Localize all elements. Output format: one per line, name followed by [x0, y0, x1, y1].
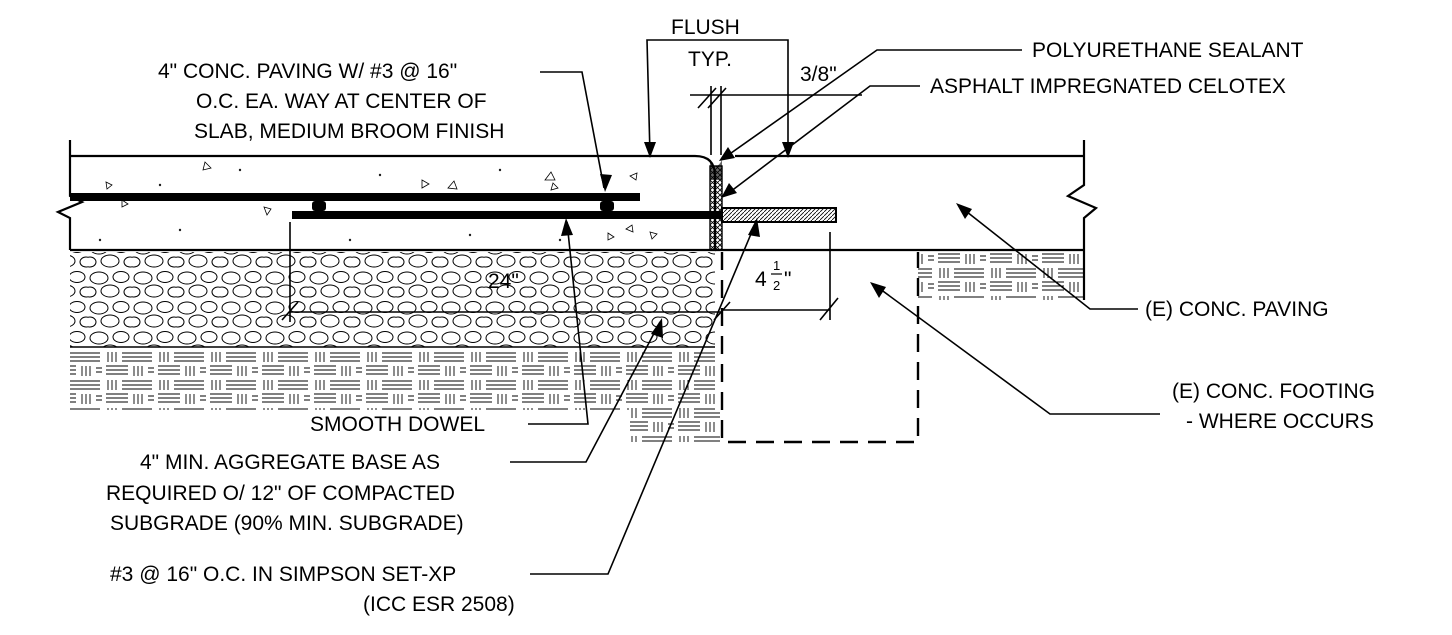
dowel-sleeve — [721, 207, 837, 223]
rebar-chair-left — [312, 201, 326, 211]
smooth-dowel-arrow — [561, 218, 573, 236]
break-line-left — [55, 140, 85, 250]
simpson-rebar-arrow — [748, 218, 760, 237]
concrete-speckles — [98, 161, 658, 242]
dimension-inch-mark: " — [784, 268, 791, 291]
dimension-24-label: 24" — [488, 270, 519, 293]
smooth-dowel-leader — [528, 221, 589, 425]
paving-note-line1: 4" CONC. PAVING W/ #3 @ 16" — [158, 60, 457, 83]
existing-slab-outline — [715, 154, 1084, 252]
aggregate-base-leader — [510, 321, 661, 463]
sealant-arrow — [719, 147, 735, 161]
new-slab-outline — [70, 154, 717, 252]
aggregate-base-arrow — [651, 318, 663, 338]
existing-footing-line2: - WHERE OCCURS — [1186, 410, 1374, 433]
existing-footing-outline — [720, 252, 920, 444]
dimension-24-line — [281, 222, 722, 322]
existing-paving-arrow — [956, 203, 972, 219]
flush-arrow-left — [644, 142, 656, 158]
aggregate-base-line3: SUBGRADE (90% MIN. SUBGRADE) — [110, 512, 464, 535]
paving-note-line2: O.C. EA. WAY AT CENTER OF — [196, 90, 487, 113]
existing-paving-leader — [961, 207, 1138, 310]
simpson-rebar-line1: #3 @ 16" O.C. IN SIMPSON SET-XP — [110, 563, 456, 586]
existing-slab-right-edge — [1065, 140, 1099, 300]
sealant-label: POLYURETHANE SEALANT — [1032, 39, 1304, 62]
flush-bracket — [646, 39, 789, 156]
top-rebar — [70, 193, 640, 201]
existing-paving-label: (E) CONC. PAVING — [1145, 298, 1329, 321]
paving-note-arrow — [600, 174, 612, 192]
simpson-rebar-leader — [530, 221, 757, 575]
existing-footing-line1: (E) CONC. FOOTING — [1172, 380, 1375, 403]
aggregate-base-fill — [70, 252, 715, 347]
existing-footing-arrow — [870, 282, 886, 298]
subgrade-fill — [70, 348, 715, 410]
dimension-half-numerator: 1 — [773, 258, 780, 273]
simpson-rebar-line2: (ICC ESR 2508) — [363, 593, 515, 616]
paving-note-leader — [540, 71, 605, 189]
aggregate-base-line2: REQUIRED O/ 12" OF COMPACTED — [106, 482, 455, 505]
existing-subgrade-fill — [918, 252, 1084, 300]
three-eighths-label: 3/8" — [800, 63, 837, 86]
dimension-half-denominator: 2 — [773, 278, 780, 293]
existing-footing-leader — [875, 285, 1160, 415]
three-eighths-dimension — [690, 86, 862, 155]
aggregate-base-line1: 4" MIN. AGGREGATE BASE AS — [140, 451, 440, 474]
celotex-arrow — [721, 183, 737, 198]
typ-label: TYP. — [688, 48, 732, 71]
flush-label: FLUSH — [671, 16, 740, 39]
celotex-leader — [725, 85, 920, 196]
dimension-4-half-line — [722, 232, 839, 321]
rebar-chair-right — [600, 201, 614, 211]
smooth-dowel-label: SMOOTH DOWEL — [310, 413, 485, 436]
sealant-leader — [723, 49, 1022, 159]
dimension-4-label: 4 — [755, 268, 767, 291]
paving-note-line3: SLAB, MEDIUM BROOM FINISH — [194, 120, 504, 143]
smooth-dowel-bar — [292, 211, 722, 219]
sealant-strip — [710, 160, 722, 180]
celotex-label: ASPHALT IMPREGNATED CELOTEX — [930, 75, 1286, 98]
